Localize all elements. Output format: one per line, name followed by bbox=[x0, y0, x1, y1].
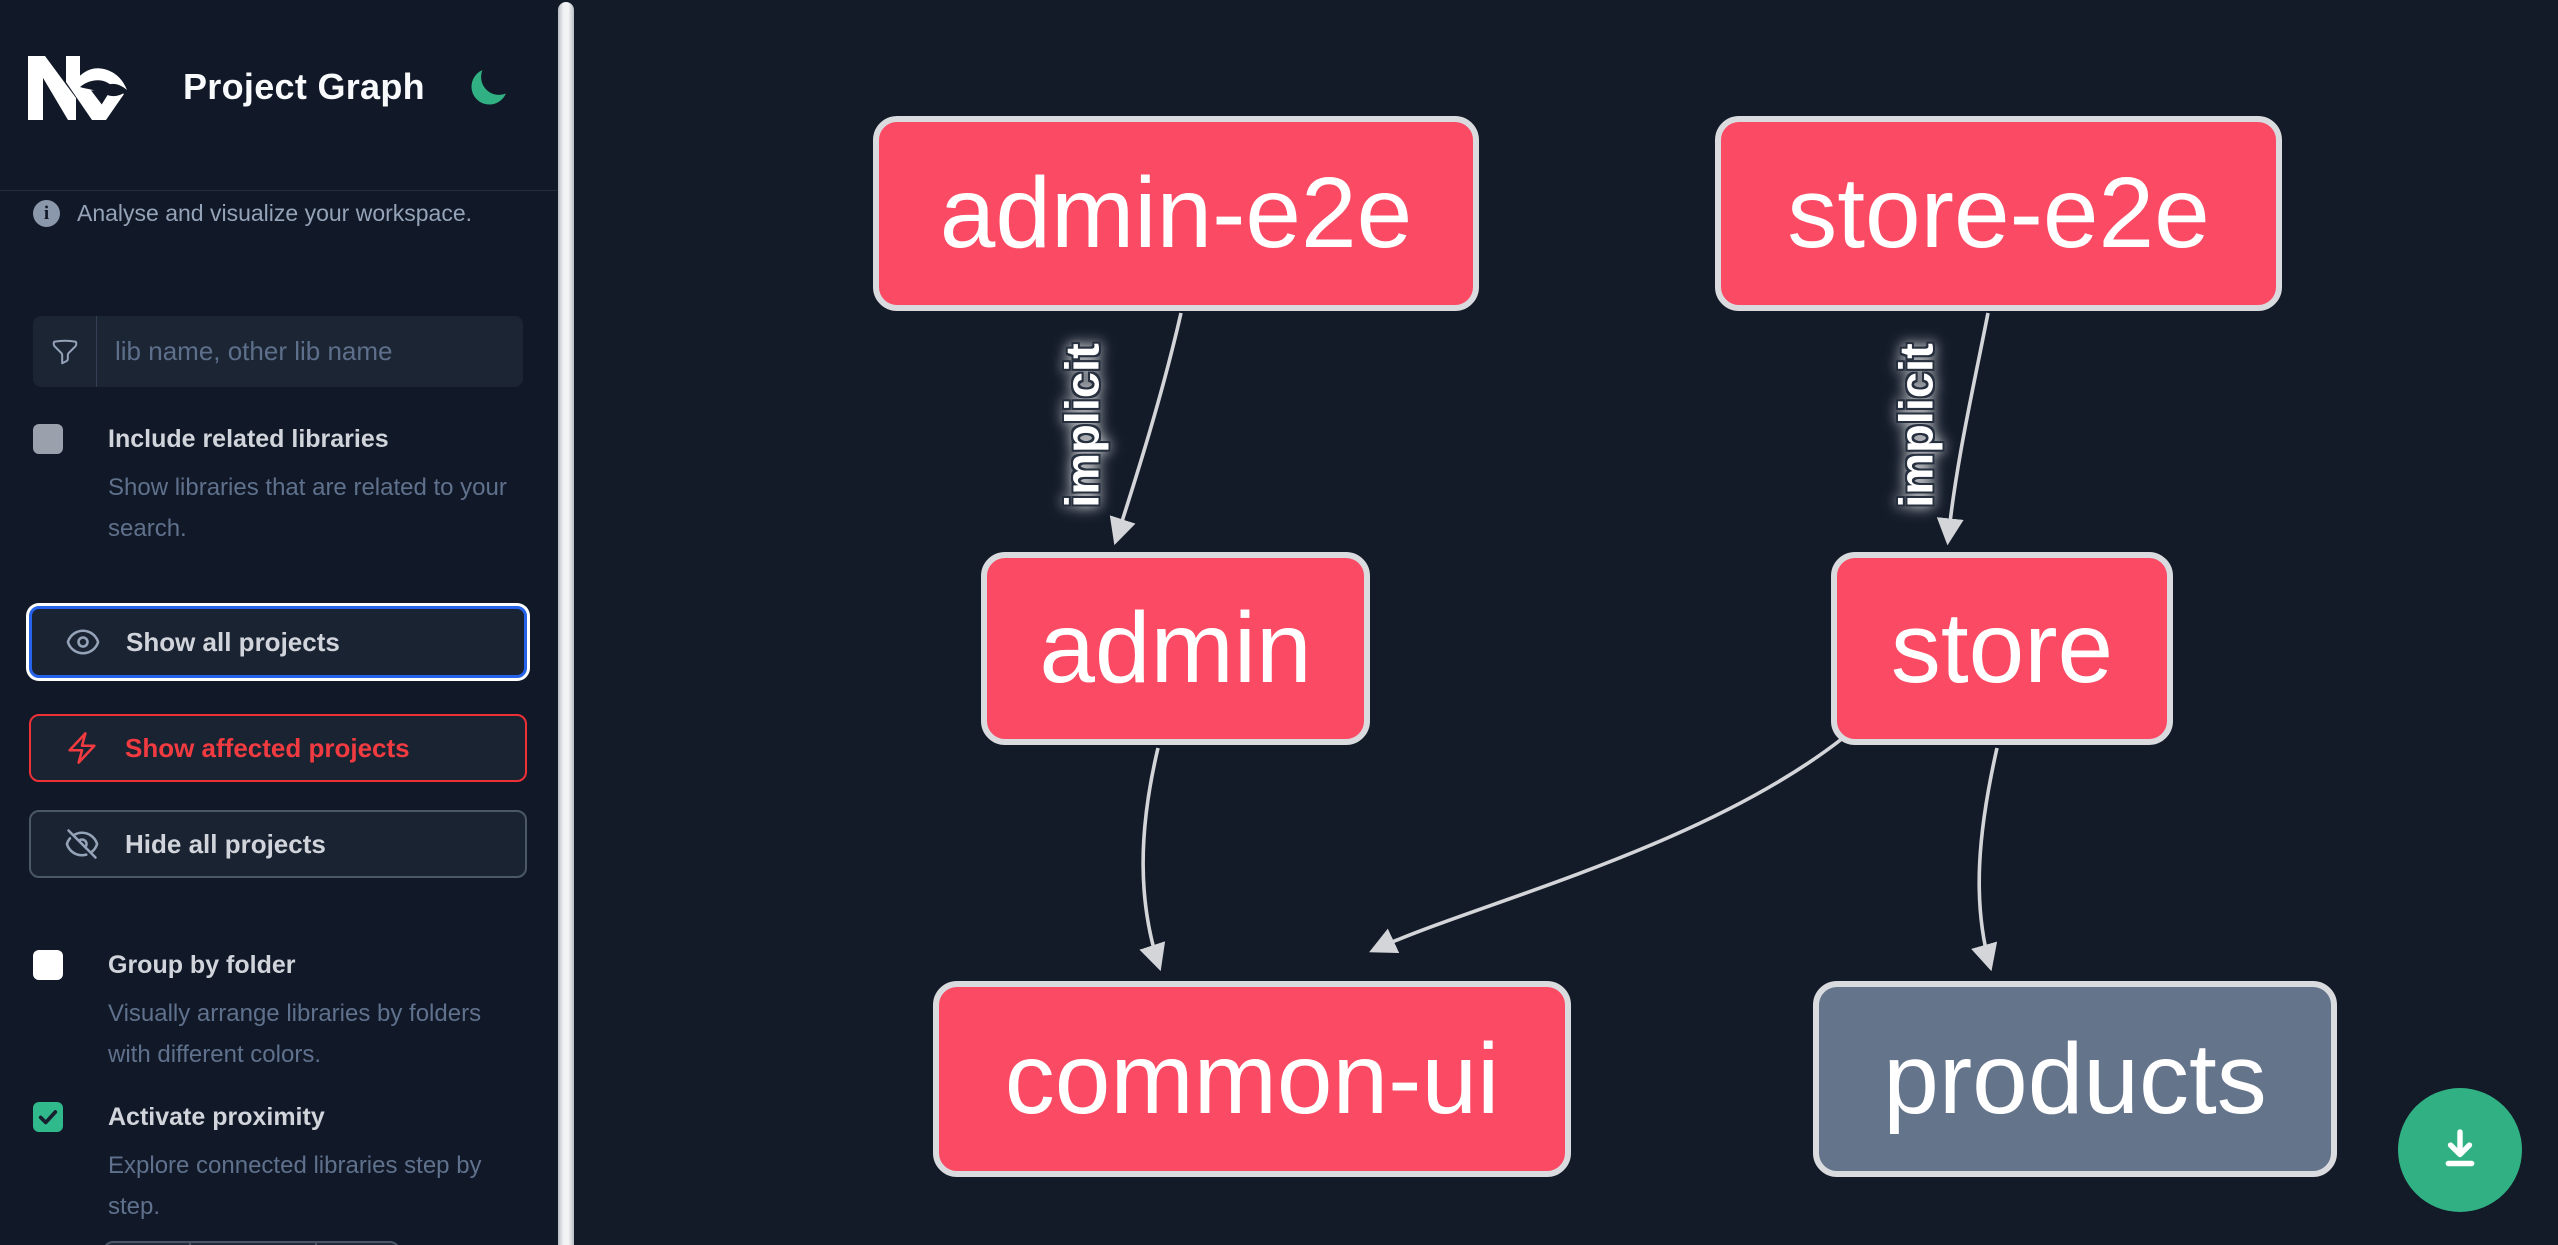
header-divider bbox=[0, 190, 557, 191]
funnel-icon bbox=[52, 339, 77, 364]
workspace-tagline: Analyse and visualize your workspace. bbox=[77, 200, 473, 226]
workspace-tagline-row: i Analyse and visualize your workspace. bbox=[33, 200, 472, 227]
eye-slash-icon bbox=[65, 829, 99, 859]
filter-icon-segment bbox=[33, 316, 97, 387]
edge-store-products bbox=[1971, 747, 1999, 972]
edge-label-implicit: implicit bbox=[1889, 343, 1943, 508]
include-related-libraries-checkbox[interactable] bbox=[33, 424, 63, 454]
project-node-common-ui[interactable]: common-ui bbox=[933, 981, 1571, 1177]
checkbox-description: Explore connected libraries step by step… bbox=[108, 1152, 482, 1220]
project-node-admin[interactable]: admin bbox=[981, 552, 1370, 745]
include-related-libraries-row: Include related libraries Show libraries… bbox=[33, 424, 507, 542]
check-icon bbox=[38, 1110, 58, 1125]
checkbox-label: Group by folder bbox=[108, 951, 296, 979]
eye-icon bbox=[66, 629, 100, 655]
button-label: Hide all projects bbox=[125, 828, 326, 859]
download-graph-button[interactable] bbox=[2398, 1088, 2522, 1212]
proximity-depth-control[interactable] bbox=[103, 1241, 400, 1245]
info-icon: i bbox=[33, 200, 60, 227]
activate-proximity-row: Activate proximity Explore connected lib… bbox=[33, 1102, 482, 1220]
edge-label-implicit: implicit bbox=[1055, 343, 1109, 508]
show-all-projects-button[interactable]: Show all projects bbox=[29, 606, 527, 678]
edge-admin-common-ui bbox=[1139, 747, 1166, 972]
download-icon bbox=[2445, 1129, 2475, 1167]
app-title: Project Graph bbox=[183, 66, 425, 107]
sidebar: Project Graph i Analyse and visualize yo… bbox=[0, 0, 557, 1245]
show-affected-projects-button[interactable]: Show affected projects bbox=[29, 714, 527, 782]
project-node-products[interactable]: products bbox=[1813, 981, 2337, 1177]
sidebar-scrollbar[interactable] bbox=[558, 2, 574, 1245]
edge-store-e2e-store bbox=[1936, 312, 1990, 546]
sidebar-header: Project Graph bbox=[0, 0, 557, 190]
search-input[interactable] bbox=[97, 316, 523, 387]
button-label: Show all projects bbox=[126, 626, 340, 657]
nx-logo bbox=[28, 56, 127, 120]
button-label: Show affected projects bbox=[125, 732, 410, 763]
project-filter bbox=[33, 316, 523, 387]
edge-store-common-ui bbox=[1369, 736, 1845, 954]
bolt-icon bbox=[68, 732, 96, 764]
project-node-admin-e2e[interactable]: admin-e2e bbox=[873, 116, 1479, 311]
checkbox-label: Include related libraries bbox=[108, 425, 389, 453]
moon-icon bbox=[471, 70, 506, 105]
project-node-store-e2e[interactable]: store-e2e bbox=[1715, 116, 2282, 311]
group-by-folder-row: Group by folder Visually arrange librari… bbox=[33, 950, 481, 1068]
checkbox-description: Show libraries that are related to your … bbox=[108, 474, 507, 542]
edge-admin-e2e-admin bbox=[1109, 312, 1183, 546]
project-node-store[interactable]: store bbox=[1831, 552, 2173, 745]
checkbox-label: Activate proximity bbox=[108, 1103, 325, 1131]
group-by-folder-checkbox[interactable] bbox=[33, 950, 63, 980]
hide-all-projects-button[interactable]: Hide all projects bbox=[29, 810, 527, 878]
activate-proximity-checkbox[interactable] bbox=[33, 1102, 63, 1132]
dark-mode-toggle[interactable] bbox=[466, 66, 510, 110]
checkbox-description: Visually arrange libraries by folders wi… bbox=[108, 1000, 482, 1068]
